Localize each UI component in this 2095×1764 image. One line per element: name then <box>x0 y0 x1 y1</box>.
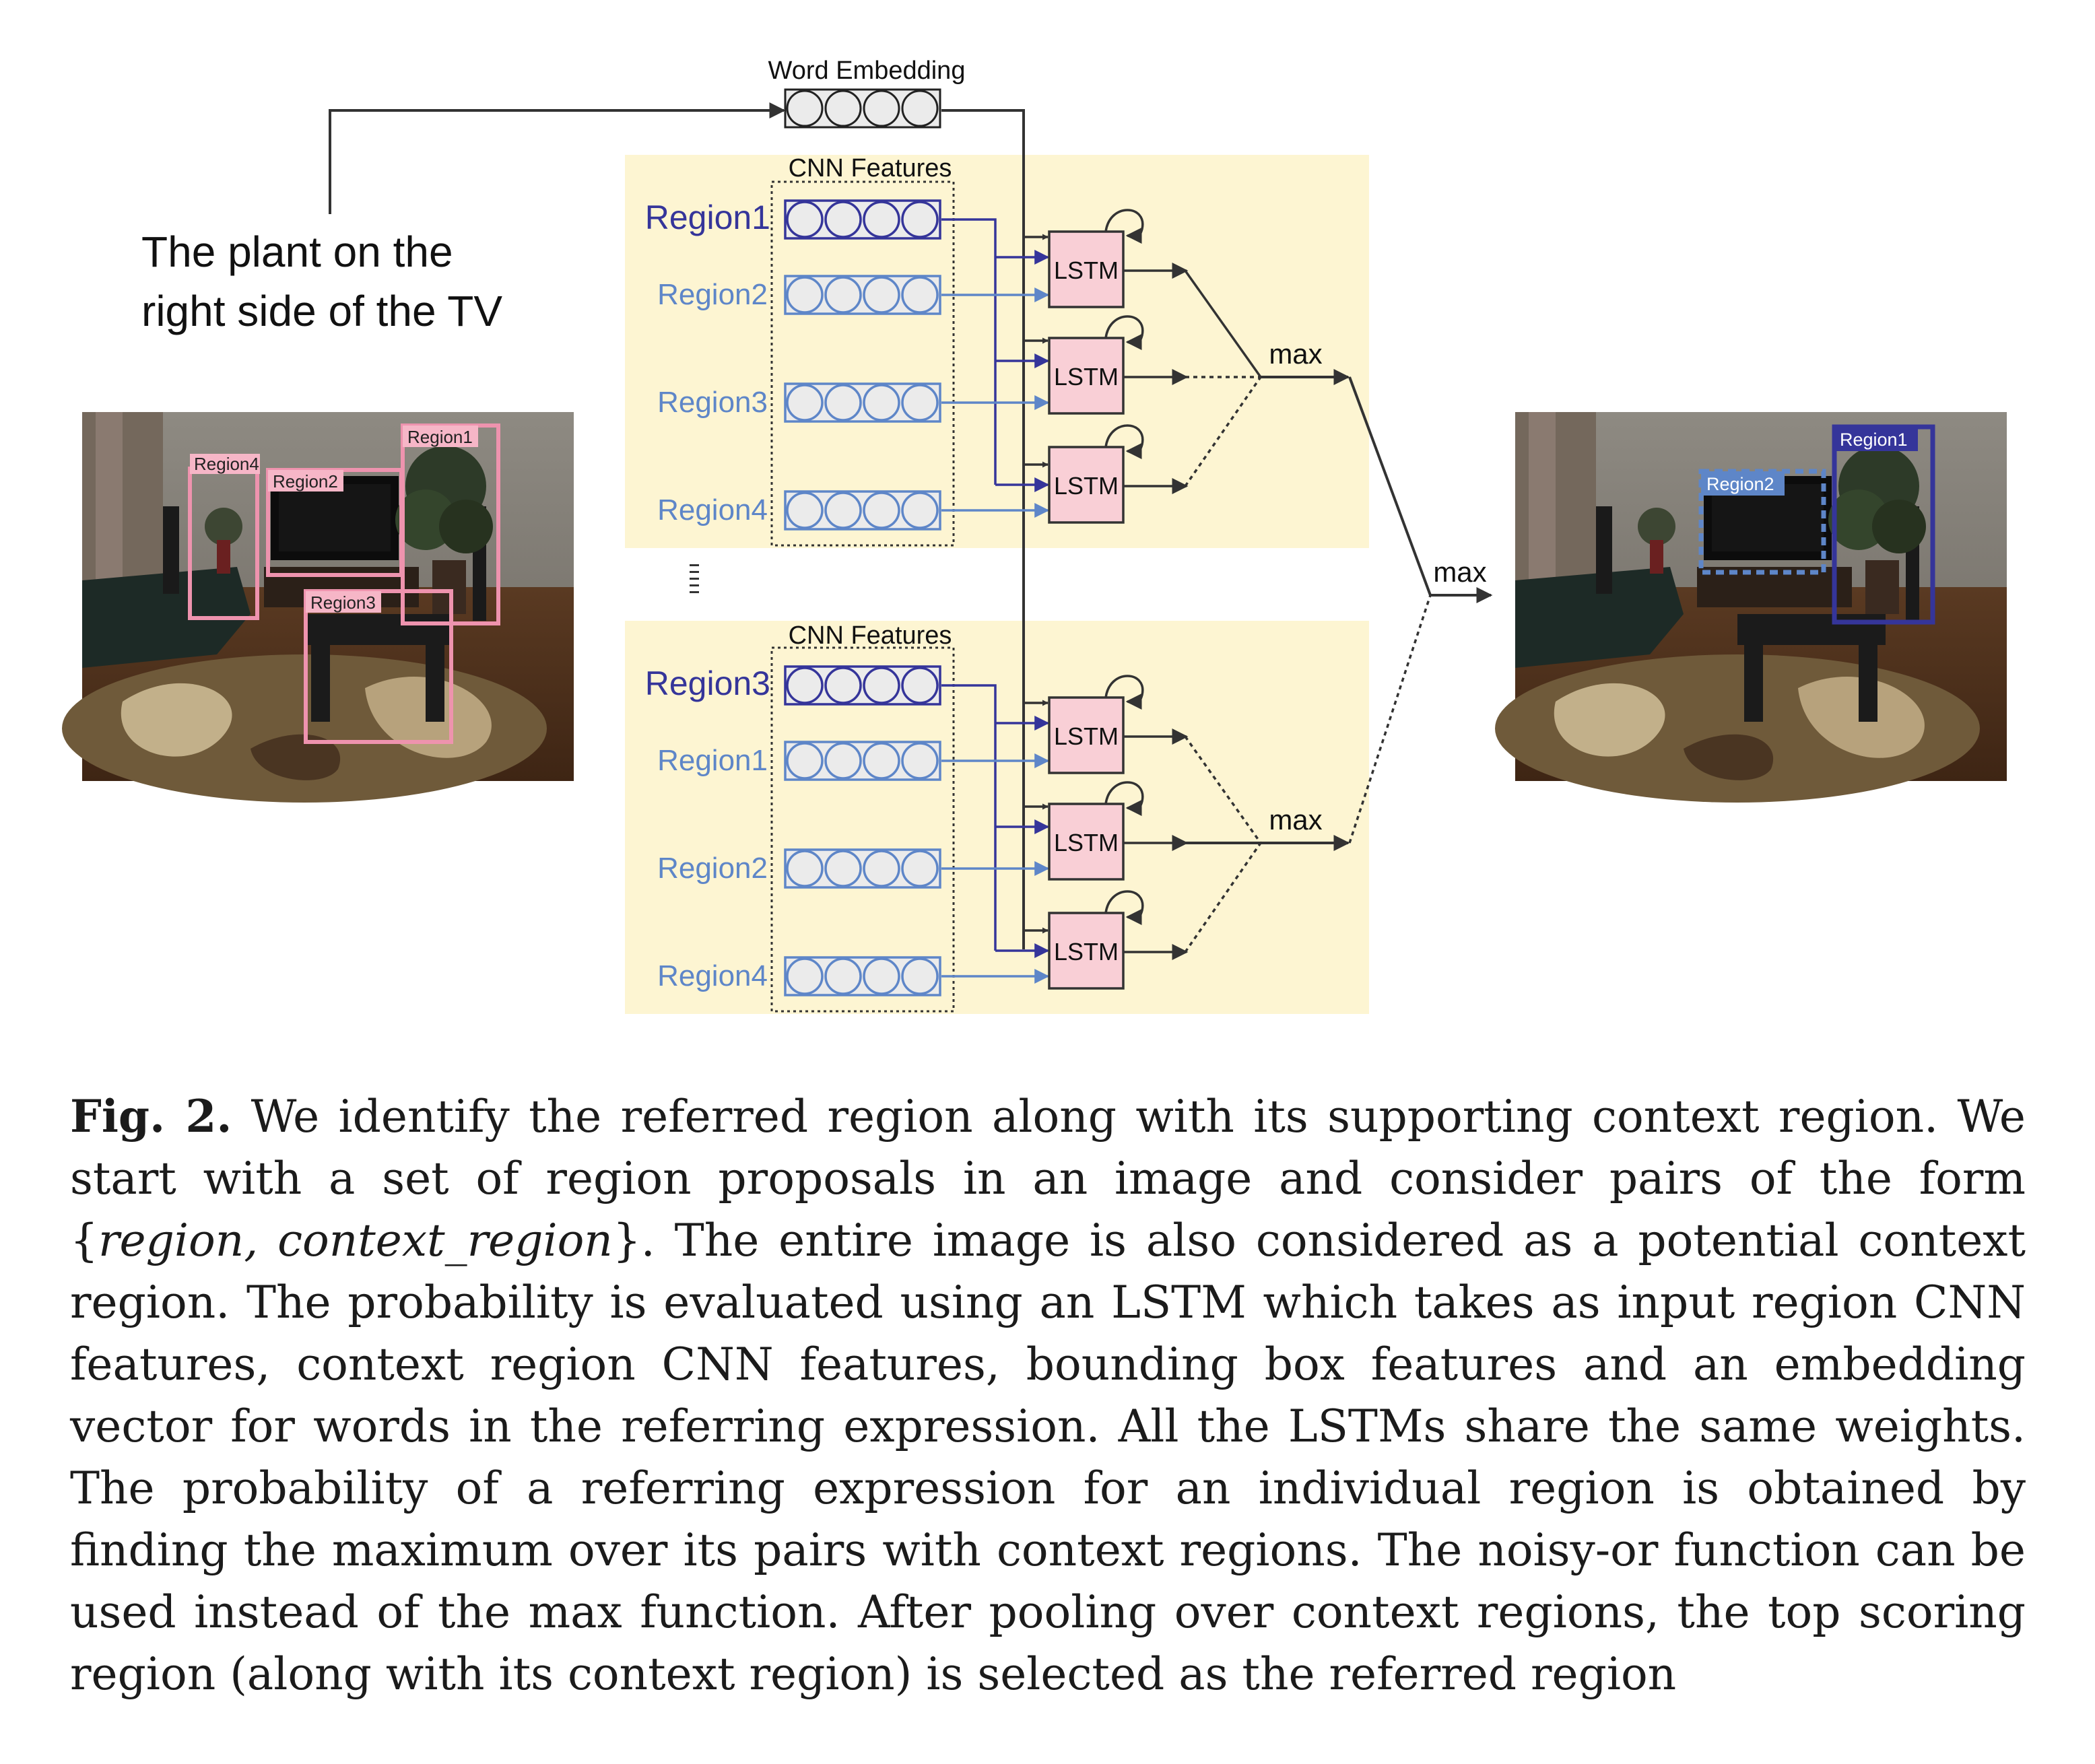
top-row-label-4: Region4 <box>657 494 768 527</box>
word-embedding-vector <box>784 88 941 129</box>
output-box-region1-label: Region1 <box>1840 430 1908 450</box>
top-lstm-label-1: LSTM <box>1054 257 1119 284</box>
cnn-features-label-bottom: CNN Features <box>789 621 952 650</box>
bottom-main-region-trunk <box>941 684 997 951</box>
top-vector-4 <box>784 490 941 531</box>
top-embedding-arrow-2 <box>1022 337 1049 344</box>
top-vector-2 <box>784 275 941 315</box>
bottom-lstm-label-3: LSTM <box>1054 938 1119 965</box>
bottom-block-bg <box>625 621 1369 1014</box>
bottom-embedding-arrow-2 <box>1022 803 1049 810</box>
max-pool-bottom <box>1184 735 1350 953</box>
bottom-row-label-2: Region1 <box>657 744 768 777</box>
top-main-region-trunk <box>941 218 997 485</box>
bottom-embedding-arrow-1 <box>1022 700 1049 706</box>
feature-vectors <box>784 199 1050 996</box>
caption-italic: region, context_region <box>98 1215 613 1266</box>
cnn-features-label-top: CNN Features <box>789 154 952 182</box>
input-box-region3-tag <box>306 591 381 613</box>
more-blocks-ellipsis <box>690 564 699 593</box>
input-box-region3-label: Region3 <box>310 592 376 613</box>
figure: The plant on the right side of the TV Wo… <box>62 57 2007 1014</box>
top-embedding-arrow-1 <box>1022 234 1049 240</box>
top-vector-3 <box>784 382 941 423</box>
top-row-label-1: Region1 <box>645 199 770 236</box>
lstm-units: LSTM LSTM LSTM LSTM LSTM LSTM <box>1048 209 1189 990</box>
output-box-region2-tag <box>1701 471 1785 496</box>
bottom-lstm-loop-2 <box>1104 781 1144 817</box>
output-image: Region2 Region1 <box>1495 412 2007 803</box>
top-lstm-3: LSTM <box>1048 424 1189 524</box>
bottom-lstm-loop-3 <box>1104 890 1144 926</box>
bottom-embedding-arrow-3 <box>1022 927 1049 934</box>
bottom-lstm-2: LSTM <box>1048 781 1189 881</box>
caption-text-1: We identify the referred region along wi… <box>70 1091 2026 1266</box>
input-box-region2-label: Region2 <box>273 471 338 491</box>
embedding-trunk-line <box>941 109 1025 949</box>
bottom-row-label-3: Region2 <box>657 852 768 885</box>
cnn-features-box-top <box>770 180 955 547</box>
max-pool-final <box>1348 376 1493 844</box>
architecture-diagram: The plant on the right side of the TV Wo… <box>62 57 2007 1014</box>
input-box-region4-tag <box>190 454 260 474</box>
bottom-row-label-4: Region4 <box>657 959 768 992</box>
output-box-region2-label: Region2 <box>1706 474 1774 494</box>
cnn-features-box-bottom <box>770 646 955 1013</box>
figure-caption: Fig. 2. We identify the referred region … <box>70 1085 2026 1705</box>
bottom-lstm-loop-1 <box>1104 675 1144 710</box>
top-vector-1 <box>784 199 941 240</box>
caption-text-2: }. The entire image is also considered a… <box>70 1215 2026 1700</box>
caption-label: Fig. 2. <box>70 1090 232 1143</box>
input-image: Region4 Region2 Region1 Region3 <box>62 412 574 803</box>
top-lstm-2: LSTM <box>1048 315 1189 415</box>
bottom-vector-4 <box>784 956 941 996</box>
top-lstm-loop-2 <box>1104 315 1144 351</box>
query-text-line-2: right side of the TV <box>141 287 502 335</box>
bottom-vector-2 <box>784 741 941 781</box>
word-embedding-label: Word Embedding <box>768 57 966 85</box>
input-box-region1-tag <box>403 426 478 447</box>
bottom-lstm-1: LSTM <box>1048 675 1189 774</box>
top-lstm-loop-1 <box>1104 209 1144 244</box>
max-label-final: max <box>1433 556 1486 588</box>
top-lstm-1: LSTM <box>1048 209 1189 308</box>
query-to-embedding-arrow <box>329 102 786 214</box>
input-box-region4-label: Region4 <box>194 454 259 474</box>
bottom-row-label-1: Region3 <box>645 665 770 702</box>
top-block-bg <box>625 155 1369 548</box>
top-row-label-2: Region2 <box>657 278 768 311</box>
top-lstm-loop-3 <box>1104 424 1144 460</box>
input-box-region1-label: Region1 <box>407 427 473 447</box>
bottom-vector-1 <box>784 665 941 706</box>
top-embedding-arrow-3 <box>1022 461 1049 468</box>
query-text-line-1: The plant on the <box>141 228 453 276</box>
bottom-lstm-label-1: LSTM <box>1054 722 1119 750</box>
input-box-region2-tag <box>268 470 343 491</box>
output-box-region1-tag <box>1834 427 1918 451</box>
max-label-bottom: max <box>1269 804 1322 836</box>
top-lstm-label-2: LSTM <box>1054 363 1119 391</box>
top-row-label-3: Region3 <box>657 386 768 419</box>
bottom-lstm-label-2: LSTM <box>1054 829 1119 856</box>
bottom-vector-3 <box>784 848 941 889</box>
top-lstm-label-3: LSTM <box>1054 472 1119 500</box>
max-pool-top <box>1184 269 1350 487</box>
bottom-lstm-3: LSTM <box>1048 890 1189 990</box>
max-label-top: max <box>1269 338 1322 370</box>
